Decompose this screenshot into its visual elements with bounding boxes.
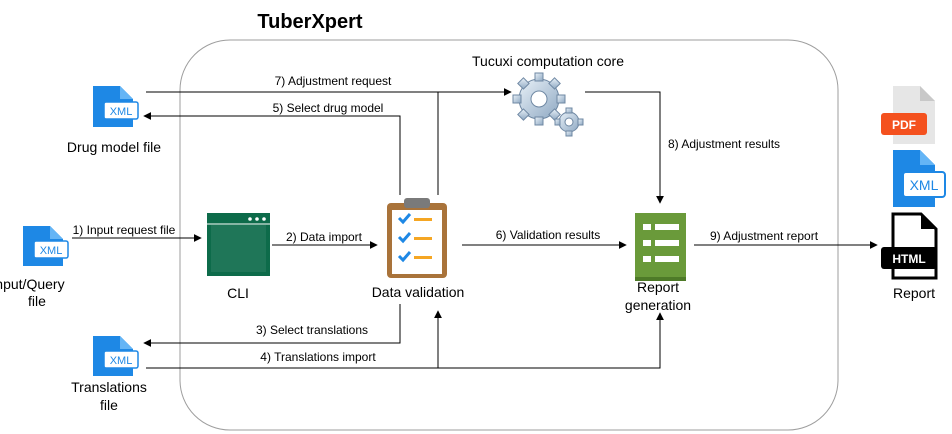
- edge-label-adjustment-results: 8) Adjustment results: [668, 137, 780, 151]
- report-list-icon: [635, 213, 686, 281]
- edge-label-validation-results: 6) Validation results: [496, 228, 601, 242]
- translations-file-label-line1: Translations: [71, 379, 147, 395]
- report-label: Report: [893, 285, 935, 301]
- edge-label-adjustment-request: 7) Adjustment request: [275, 74, 392, 88]
- input-query-file-icon: XML: [23, 226, 69, 266]
- translations-file-label-line2: file: [100, 397, 118, 413]
- report-generation-label-line1: Report: [637, 279, 679, 295]
- edge-label-data-import: 2) Data import: [286, 230, 363, 244]
- edge-adjustment-request: 7) Adjustment request: [146, 74, 512, 195]
- edge-translations-import: 4) Translations import: [146, 310, 664, 369]
- drug-model-file-label: Drug model file: [67, 139, 161, 155]
- edge-label-select-translations: 3) Select translations: [256, 323, 368, 337]
- xml-output-file-icon: XML: [893, 150, 946, 207]
- report-generation-label-line2: generation: [625, 297, 691, 313]
- pdf-badge-text: PDF: [892, 118, 916, 132]
- edge-label-select-drug-model: 5) Select drug model: [273, 101, 384, 115]
- translations-file-icon: XML: [93, 336, 139, 376]
- edge-select-translations: 3) Select translations: [143, 304, 401, 347]
- edge-data-import: 2) Data import: [272, 230, 378, 249]
- edge-label-translations-import: 4) Translations import: [260, 350, 376, 364]
- input-query-file-label-line2: file: [28, 293, 46, 309]
- xml-badge-text: XML: [110, 106, 133, 118]
- edge-adjustment-report: 9) Adjustment report: [694, 229, 878, 249]
- edge-label-input-request: 1) Input request file: [73, 223, 176, 237]
- pdf-file-icon: PDF: [881, 86, 935, 144]
- edge-validation-results: 6) Validation results: [462, 228, 627, 249]
- edge-adjustment-results: 8) Adjustment results: [585, 91, 780, 204]
- drug-model-file-icon: XML: [93, 86, 139, 127]
- html-file-icon: HTML: [881, 212, 938, 280]
- clipboard-checklist-icon: [387, 198, 447, 278]
- cli-label: CLI: [227, 285, 249, 301]
- diagram-title: TuberXpert: [257, 11, 363, 33]
- edge-label-adjustment-report: 9) Adjustment report: [710, 229, 819, 243]
- xml-badge-text: XML: [910, 177, 939, 193]
- xml-badge-text: XML: [40, 245, 63, 257]
- xml-badge-text: XML: [110, 355, 133, 367]
- cli-window-icon: [207, 213, 270, 276]
- tuberxpert-container: [179, 39, 839, 431]
- edge-input-request: 1) Input request file: [72, 223, 202, 242]
- tucuxi-core-label: Tucuxi computation core: [472, 53, 624, 69]
- gears-icon: [512, 72, 584, 137]
- input-query-file-label-line1: Input/Query: [0, 276, 65, 292]
- data-validation-label: Data validation: [372, 284, 465, 300]
- edge-select-drug-model: 5) Select drug model: [143, 101, 401, 195]
- html-badge-text: HTML: [892, 252, 925, 266]
